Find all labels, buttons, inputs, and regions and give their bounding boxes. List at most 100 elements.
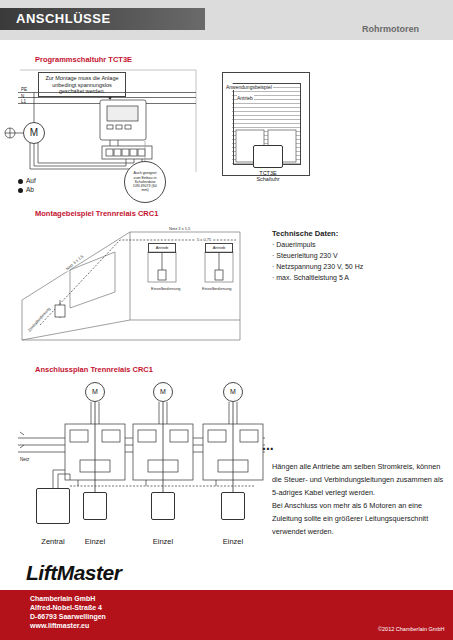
motor-symbol: M <box>85 382 105 402</box>
node-text: TCT3E Schaltuhr <box>251 170 285 183</box>
footer-bar <box>0 590 453 640</box>
timer-schematic-part <box>20 70 196 172</box>
mounting-note: Auch geeignet zum Einbau in Schalterdose… <box>124 161 166 203</box>
timer-schematic-part <box>125 125 131 129</box>
timer-schematic-part <box>145 141 146 162</box>
timer-schematic-part <box>114 149 121 156</box>
switch-label: Einzelbedienung <box>201 286 233 291</box>
copyright: ©2012 Chamberlain GmbH <box>378 626 444 633</box>
relay-plan-part <box>138 430 156 442</box>
timer-schematic-part <box>107 125 113 129</box>
relay-plan-part <box>102 430 120 442</box>
section-title: Programmschaltuhr TCT3E <box>35 55 132 64</box>
footer-address: www.liftmaster.eu <box>30 622 89 631</box>
house-sketch-part <box>55 305 65 317</box>
timer-schematic-part <box>122 149 129 156</box>
data-item: · Netzspannung 230 V, 50 Hz <box>272 263 363 272</box>
node-text: Zentral <box>41 537 64 546</box>
switch-label: Einzelbedienung <box>150 286 182 291</box>
section-name: Rohrmotoren <box>362 24 419 35</box>
node-text: Antrieb <box>152 246 172 251</box>
data-heading: Technische Daten: <box>272 229 338 238</box>
timer-schematic-part <box>107 106 138 121</box>
timer-schematic-part <box>18 97 196 98</box>
data-item: · max. Schaltleistung 5 A <box>272 274 349 283</box>
footer-address: Chamberlain GmbH <box>30 595 95 604</box>
node-text: M <box>230 388 236 396</box>
timer-schematic-part <box>30 143 142 169</box>
timer-schematic-part <box>102 146 152 159</box>
relay-plan-part <box>208 430 226 442</box>
timer-schematic <box>5 70 196 172</box>
header-band <box>0 0 453 40</box>
legend-text: Auf <box>26 177 36 185</box>
house-sketch-part <box>162 252 219 270</box>
wire-name: PE <box>21 87 27 93</box>
timer-schematic-part <box>106 149 113 156</box>
node-text: Auch geeignet zum Einbau in Schalterdose… <box>131 171 159 193</box>
node-outline <box>24 123 45 144</box>
timer-schematic-part <box>116 125 122 129</box>
page-title: ANSCHLÜSSE <box>16 11 111 27</box>
node-text: Einzel <box>153 537 173 546</box>
node-text: Zur Montage muss die Anlage unbedingt sp… <box>42 75 122 95</box>
footer-address: D-66793 Saarwellingen <box>30 613 106 622</box>
node-text: M <box>30 127 38 139</box>
house-sketch <box>22 232 240 340</box>
node-text: M <box>92 388 98 396</box>
drive-box: Antrieb <box>148 243 176 253</box>
motor-symbol: M <box>23 122 45 144</box>
single-switch: Einzel <box>221 492 245 520</box>
brand-logo: LiftMaster <box>26 560 121 586</box>
section-title: Montagebeispiel Trennrelais CRC1 <box>35 209 158 218</box>
node-text: Einzel <box>85 537 105 546</box>
footer-address: Alfred-Nobel-Straße 4 <box>30 604 102 613</box>
motor-wire <box>95 402 96 492</box>
legend-text: Ab <box>26 186 34 194</box>
data-item: · Steuerleitung 230 V <box>272 252 338 261</box>
motor-wire <box>163 402 164 492</box>
legend-dot <box>18 179 23 184</box>
relay-plan-part <box>91 402 237 424</box>
timer-device: TCT3E Schaltuhr <box>253 145 283 168</box>
node-outline <box>154 383 173 402</box>
timer-schematic-part <box>100 100 146 140</box>
continuation-mark: ... <box>262 437 274 455</box>
header-band-part <box>0 8 205 30</box>
relay-plan-part <box>240 430 258 442</box>
cable-spec: Netz 3 x 1,5 <box>168 226 191 231</box>
wire-name: Netz <box>20 457 29 463</box>
node-text: Anwendungsbeispiel <box>226 84 273 90</box>
house-sketch-part <box>22 232 240 340</box>
section-title: Anschlussplan Trennrelais CRC1 <box>35 365 153 374</box>
wire-name: N <box>21 94 24 100</box>
central-switch: Zentral <box>36 488 70 524</box>
legend-row: Auf <box>18 177 36 185</box>
note-text: Bei Anschluss von mehr als 6 Motoren an … <box>272 499 444 538</box>
motor-symbol: M <box>223 382 243 402</box>
footer-bar-part <box>0 590 453 640</box>
motor-symbol: M <box>153 382 173 402</box>
warning-note: Zur Montage muss die Anlage unbedingt sp… <box>38 72 126 97</box>
motor-wire <box>233 402 234 492</box>
node-outline <box>224 383 243 402</box>
relay-plan-part <box>78 480 216 486</box>
legend-row: Ab <box>18 186 34 194</box>
relay-plan-part <box>70 486 255 487</box>
header-band-part <box>0 0 453 40</box>
timer-schematic-part <box>34 93 35 123</box>
relay-plan-part <box>20 432 24 448</box>
timer-schematic-part <box>5 128 15 138</box>
timer-schematic-part <box>18 92 196 93</box>
timer-schematic-part <box>15 133 23 134</box>
house-sketch-part <box>158 270 166 280</box>
switch-label: Zentralbedienung <box>26 305 52 333</box>
legend-dot <box>18 188 23 193</box>
data-item: · Dauerimpuls <box>272 241 316 250</box>
node-outline <box>86 383 105 402</box>
house-sketch-part <box>40 240 236 325</box>
wire-name: L1 <box>21 99 26 105</box>
node-text: M <box>160 388 166 396</box>
node-text: Antrieb <box>209 246 229 251</box>
note-text: Hängen alle Antriebe am selben Stromkrei… <box>272 460 444 499</box>
